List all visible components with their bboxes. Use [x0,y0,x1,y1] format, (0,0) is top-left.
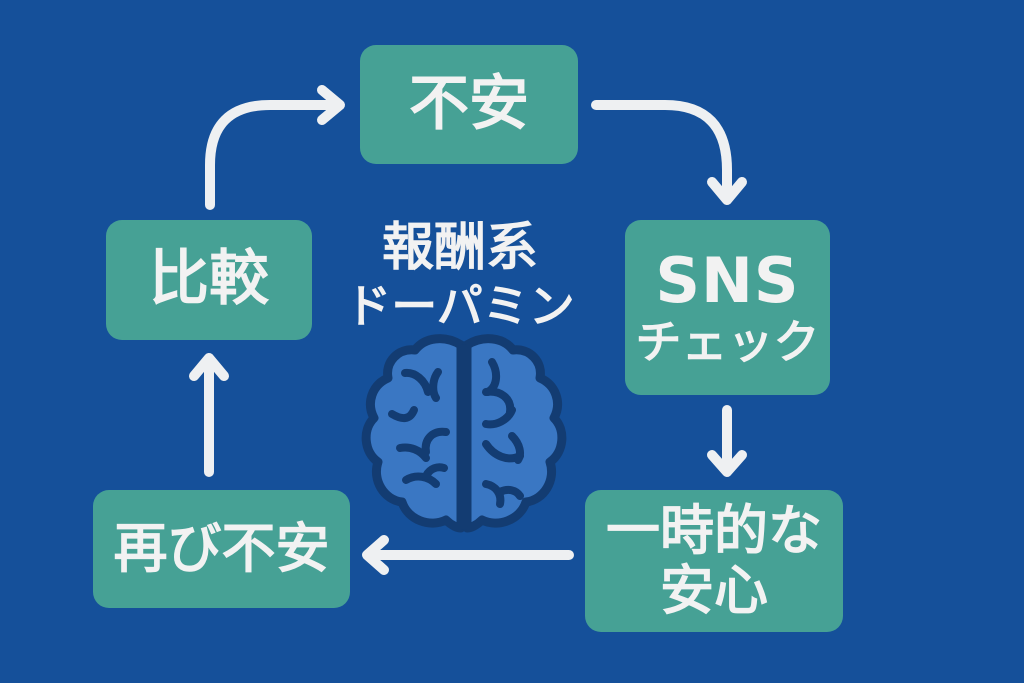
arrow-anxiety-to-sns [591,100,747,205]
center-title: 報酬系 [381,218,538,278]
node-sns-check: SNS チェック [625,220,830,395]
node-anxiety: 不安 [360,45,578,164]
arrow-comparison-to-anxiety [205,85,345,210]
arrow-again-to-comparison [189,353,229,477]
node-anxiety-again: 再び不安 [93,490,350,608]
node-label: 不安 [409,68,529,139]
brain-icon [361,334,567,533]
node-temporary-relief: 一時的な 安心 [585,490,843,632]
arrow-sns-to-relief [707,405,747,477]
node-label: 安心 [660,559,768,622]
node-comparison: 比較 [106,220,312,340]
center-subtitle: ドーパミン [345,279,575,333]
node-label: 比較 [149,244,269,315]
node-label: チェック [635,315,820,370]
node-label: 再び不安 [113,516,330,580]
arrow-relief-to-again [362,535,574,575]
node-label: 一時的な [606,498,822,562]
node-label: SNS [655,244,800,318]
